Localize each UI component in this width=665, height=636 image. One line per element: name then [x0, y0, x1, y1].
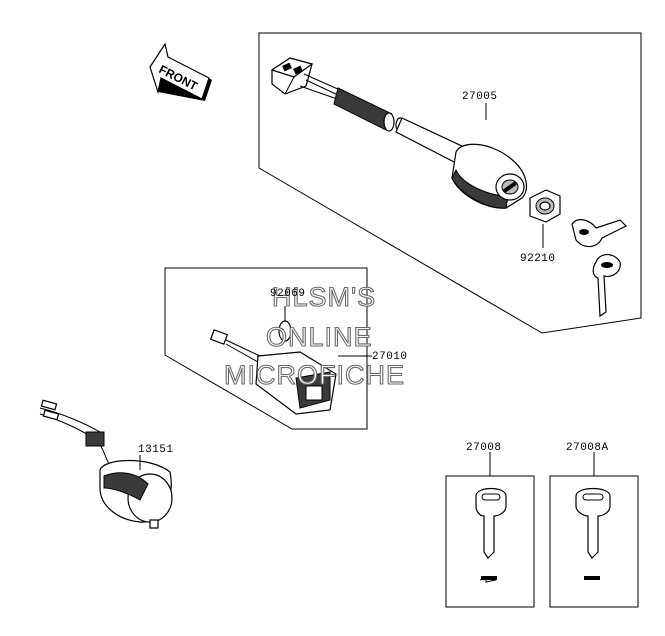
- key-blank-left: [475, 487, 507, 583]
- part-label-92069: 92069: [270, 288, 306, 300]
- part-label-27008: 27008: [466, 442, 502, 454]
- watermark-line-2: ONLINE: [266, 322, 373, 352]
- connector-plug: [270, 57, 341, 101]
- switch-cable: [333, 87, 467, 166]
- part-label-27008a: 27008A: [566, 442, 609, 454]
- front-arrow-icon: FRONT: [149, 42, 212, 101]
- part-label-27005: 27005: [462, 91, 498, 103]
- watermark: HLSM'S ONLINE MICROFICHE: [223, 281, 405, 390]
- switch-assembly-group-outline: [164, 267, 368, 430]
- nut-part: [529, 189, 561, 248]
- switch-assembly-part: [209, 306, 337, 415]
- watermark-line-1: HLSM'S: [272, 282, 376, 312]
- part-label-92210: 92210: [520, 253, 556, 265]
- part-label-13151: 13151: [138, 444, 174, 456]
- ignition-switch-group-outline: [258, 32, 642, 334]
- part-label-27010: 27010: [372, 351, 408, 363]
- horn-part: [39, 399, 173, 529]
- leader-lines: [139, 103, 595, 476]
- watermark-line-3: MICROFICHE: [224, 360, 405, 390]
- key-blank-box-right: [549, 475, 639, 608]
- ignition-switch-body: [451, 143, 528, 209]
- key-blank-box-left: [445, 475, 535, 608]
- key-pair: [571, 219, 628, 318]
- key-blank-right: [575, 487, 611, 580]
